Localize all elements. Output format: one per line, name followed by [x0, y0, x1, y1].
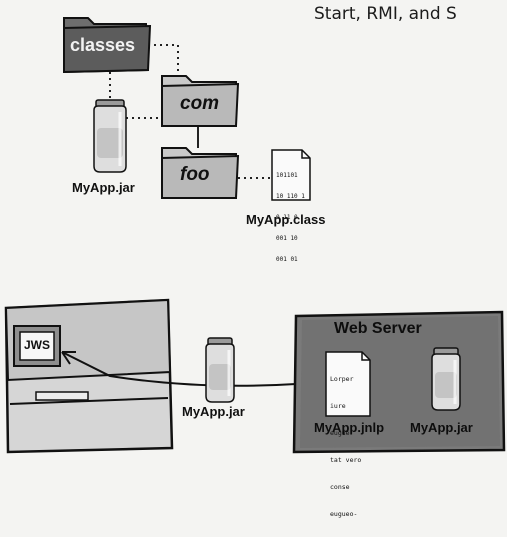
- transfer-jar-label: MyApp.jar: [182, 404, 245, 419]
- class-file-line: 101101: [276, 172, 298, 179]
- server-jar-label: MyApp.jar: [410, 420, 473, 435]
- class-file-contents: 101101 10 110 1 0 11 0 001 10 001 01: [276, 158, 305, 277]
- com-folder-icon: [161, 75, 240, 127]
- jnlp-file-line: eugue: [330, 429, 350, 437]
- class-file-line: 001 10: [276, 235, 298, 242]
- com-folder-label: com: [180, 93, 220, 114]
- classes-folder-label: classes: [70, 35, 136, 55]
- jws-screen-label: JWS: [24, 338, 51, 352]
- jnlp-file-icon: [325, 351, 371, 417]
- jnlp-file-line: tat vero: [330, 456, 362, 464]
- client-disk-slot: [35, 391, 89, 401]
- classes-folder-icon: [63, 17, 152, 74]
- class-file-line: 10 110 1: [276, 193, 305, 200]
- top-jar-label: MyApp.jar: [72, 180, 135, 195]
- jar-icon-server: [431, 347, 461, 411]
- jnlp-file-line: conse: [330, 483, 350, 491]
- jnlp-file-line: iure: [330, 402, 346, 410]
- web-server-title: Web Server: [334, 320, 422, 337]
- jar-icon-transfer: [205, 337, 235, 403]
- top-connectors: [109, 44, 270, 179]
- page-header: Start, RMI, and S: [314, 4, 457, 24]
- jnlp-file-contents: Lorper iure eugue tat vero conse eugueo-: [330, 357, 361, 537]
- connector-classes-com: [148, 44, 179, 78]
- foo-folder-icon: [161, 147, 240, 199]
- client-computer-icon: [4, 298, 174, 454]
- class-file-line: 0 11 0: [276, 214, 298, 221]
- jnlp-file-line: Lorper: [330, 375, 354, 383]
- class-file-icon: [271, 149, 311, 201]
- class-file-line: 001 01: [276, 256, 298, 263]
- download-arrow: [61, 351, 297, 387]
- server-jnlp-label: MyApp.jnlp: [314, 420, 385, 435]
- jnlp-file-line: eugueo-: [330, 510, 358, 518]
- page: Start, RMI, and S: [4, 4, 506, 518]
- diagram-canvas: [4, 17, 506, 454]
- foo-folder-label: foo: [180, 164, 210, 185]
- download-arrow-head: [61, 351, 76, 365]
- class-file-label: MyApp.class: [246, 212, 326, 227]
- jar-icon-top: [93, 99, 127, 173]
